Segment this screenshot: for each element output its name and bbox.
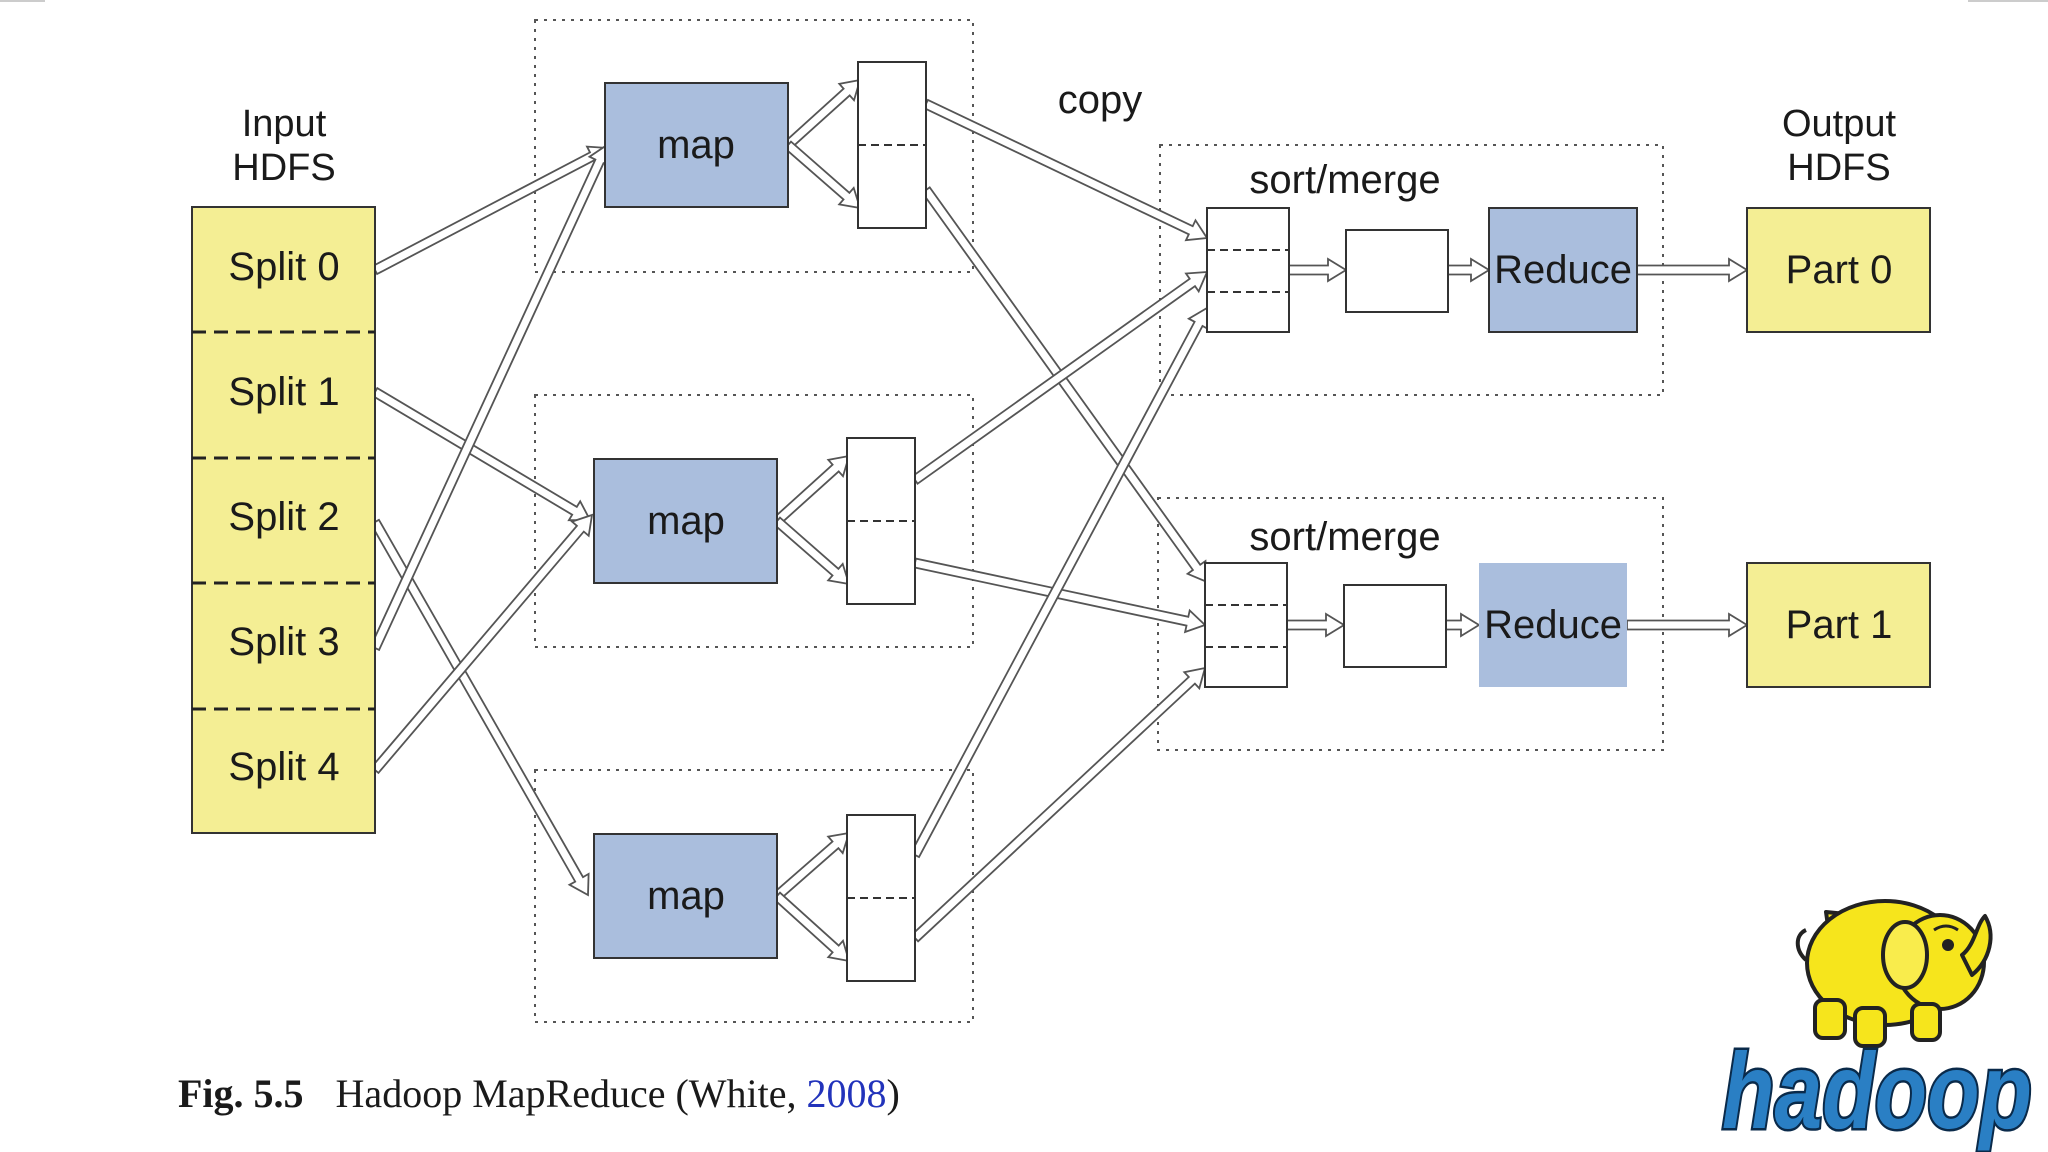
copy-label: copy xyxy=(1058,78,1143,122)
figure-caption-text: Hadoop MapReduce (White, xyxy=(336,1071,807,1116)
merged-buffer-0 xyxy=(1345,229,1449,313)
arrow-map-0-to-buffer-top xyxy=(783,78,862,150)
split-label-2: Split 2 xyxy=(228,495,339,539)
arrow-split-4-to-map-1 xyxy=(370,513,594,775)
arrow-merge-0-to-buffer xyxy=(1288,257,1348,283)
split-label-0: Split 0 xyxy=(228,245,339,289)
figure-number: Fig. 5.5 xyxy=(178,1071,304,1116)
arrow-merge-1-to-buffer xyxy=(1286,612,1346,638)
map-box-0 xyxy=(604,82,789,208)
hadoop-logo: hadoop xyxy=(1720,899,2035,1152)
hadoop-wordmark: hadoop xyxy=(1722,1030,2032,1151)
map-box-1 xyxy=(593,458,778,584)
arrow-map-2-to-buffer-top xyxy=(772,831,851,901)
map-label-1: map xyxy=(647,499,725,543)
output-heading-line2: HDFS xyxy=(1787,147,1890,189)
reduce-label-0: Reduce xyxy=(1494,248,1632,292)
split-label-3: Split 3 xyxy=(228,620,339,664)
map-task-frame-0 xyxy=(534,19,974,273)
figure-caption-close: ) xyxy=(887,1071,900,1116)
arrow-reduce-1-to-part-1 xyxy=(1626,612,1749,638)
input-heading-line1: Input xyxy=(242,103,327,145)
arrow-buffer-1-to-reduce xyxy=(1445,612,1481,638)
map-label-2: map xyxy=(647,874,725,918)
output-part-label-0: Part 0 xyxy=(1786,248,1893,292)
sort-merge-label-1: sort/merge xyxy=(1249,515,1440,559)
reduce-box-0 xyxy=(1488,207,1638,333)
arrow-map-2-to-buffer-bottom xyxy=(772,891,851,963)
arrow-copy-map-1-to-reduce-0 xyxy=(911,270,1209,485)
map-task-frame-2 xyxy=(534,769,974,1023)
arrow-split-1-to-map-1 xyxy=(371,386,592,522)
figure-caption-year[interactable]: 2008 xyxy=(807,1071,887,1116)
arrow-map-0-to-buffer-bottom xyxy=(783,140,862,210)
output-heading-line1: Output xyxy=(1782,103,1897,145)
data-flow-arrows xyxy=(369,78,1749,963)
output-part-label-1: Part 1 xyxy=(1786,603,1893,647)
merge-input-buffer-1 xyxy=(1204,562,1288,688)
merged-buffer-1 xyxy=(1343,584,1447,668)
reduce-label-1: Reduce xyxy=(1484,603,1622,647)
arrow-map-1-to-buffer-top xyxy=(772,454,851,526)
arrow-split-2-to-map-2 xyxy=(369,518,590,897)
input-hdfs-box xyxy=(191,206,376,834)
arrow-copy-map-0-to-reduce-0 xyxy=(922,98,1209,242)
output-part-box-1 xyxy=(1746,562,1931,688)
figure-caption: Fig. 5.5 Hadoop MapReduce (White, 2008) xyxy=(178,1071,900,1116)
arrow-map-1-to-buffer-bottom xyxy=(772,516,851,586)
arrow-copy-map-2-to-reduce-0 xyxy=(909,306,1210,859)
arrow-reduce-0-to-part-0 xyxy=(1636,257,1749,283)
arrow-buffer-0-to-reduce xyxy=(1447,257,1491,283)
elephant-icon xyxy=(1795,899,1993,1048)
map-label-0: map xyxy=(657,123,735,167)
split-label-1: Split 1 xyxy=(228,370,339,414)
reduce-box-1 xyxy=(1479,563,1627,687)
map-box-2 xyxy=(593,833,778,959)
merge-input-buffer-0 xyxy=(1206,207,1290,333)
arrow-split-3-to-map-0 xyxy=(369,143,611,652)
arrow-copy-map-2-to-reduce-1 xyxy=(910,666,1207,943)
split-label-4: Split 4 xyxy=(228,745,339,789)
input-heading-line2: HDFS xyxy=(232,147,335,189)
sort-merge-label-0: sort/merge xyxy=(1249,158,1440,202)
map-task-frame-1 xyxy=(534,394,974,648)
output-part-box-0 xyxy=(1746,207,1931,333)
